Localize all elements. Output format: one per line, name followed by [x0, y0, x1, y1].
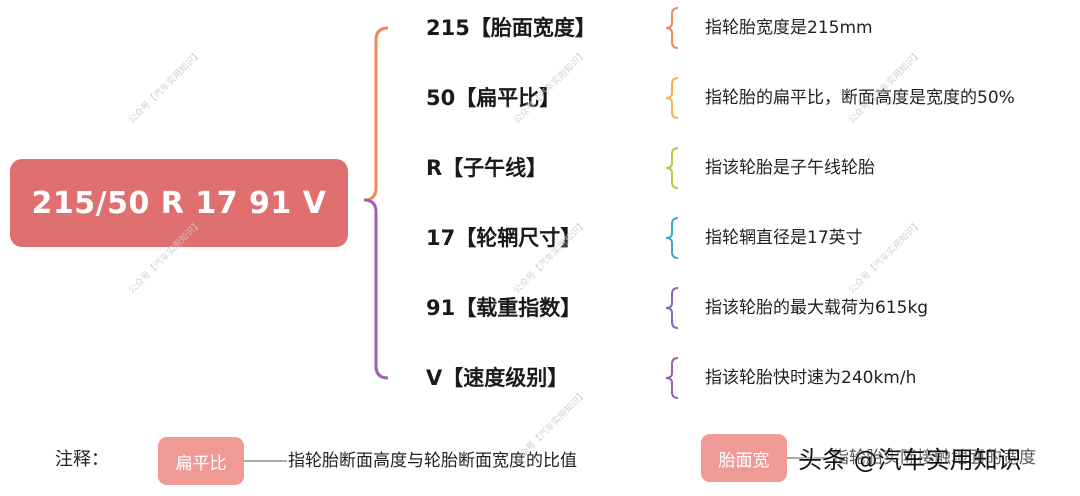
branch-desc-rim: 指轮辋直径是17英寸	[705, 228, 863, 248]
branch-desc-load: 指该轮胎的最大载荷为615kg	[705, 298, 929, 318]
lower-bracket	[363, 198, 389, 380]
branch-desc-speed: 指该轮胎快时速为240km/h	[705, 368, 917, 388]
brace-aspect	[665, 77, 679, 119]
branch-label-width: 215【胎面宽度】	[426, 16, 596, 40]
brace-load	[665, 287, 679, 329]
root-node: 215/50 R 17 91 V	[10, 159, 348, 247]
branch-label-load: 91【载重指数】	[426, 296, 582, 320]
note-text-tread-width: 指轮胎实际接触地面的宽度	[832, 448, 1036, 468]
branch-desc-aspect: 指轮胎的扁平比，断面高度是宽度的50%	[705, 88, 1015, 108]
brace-width	[665, 7, 679, 49]
notes-label: 注释：	[55, 449, 109, 470]
note-tag-aspect-ratio-label: 扁平比	[175, 453, 227, 474]
branch-label-aspect: 50【扁平比】	[426, 86, 561, 110]
brace-rim	[665, 217, 679, 259]
note-tag-aspect-ratio: 扁平比	[158, 437, 244, 485]
brace-radial	[665, 147, 679, 189]
footer-brand: 头条 @汽车实用知识	[798, 446, 1022, 474]
branch-label-speed: V【速度级别】	[426, 366, 569, 390]
branch-label-rim: 17【轮辋尺寸】	[426, 226, 582, 250]
branch-desc-radial: 指该轮胎是子午线轮胎	[705, 158, 875, 178]
note-tag-tread-width-label: 胎面宽	[718, 450, 770, 471]
note-tag-tread-width: 胎面宽	[701, 434, 787, 482]
note-text-aspect-ratio: 指轮胎断面高度与轮胎断面宽度的比值	[288, 451, 577, 471]
branch-desc-width: 指轮胎宽度是215mm	[705, 18, 873, 38]
brace-speed	[665, 357, 679, 399]
root-label: 215/50 R 17 91 V	[31, 185, 327, 221]
branch-label-radial: R【子午线】	[426, 156, 548, 180]
upper-bracket	[363, 26, 389, 202]
